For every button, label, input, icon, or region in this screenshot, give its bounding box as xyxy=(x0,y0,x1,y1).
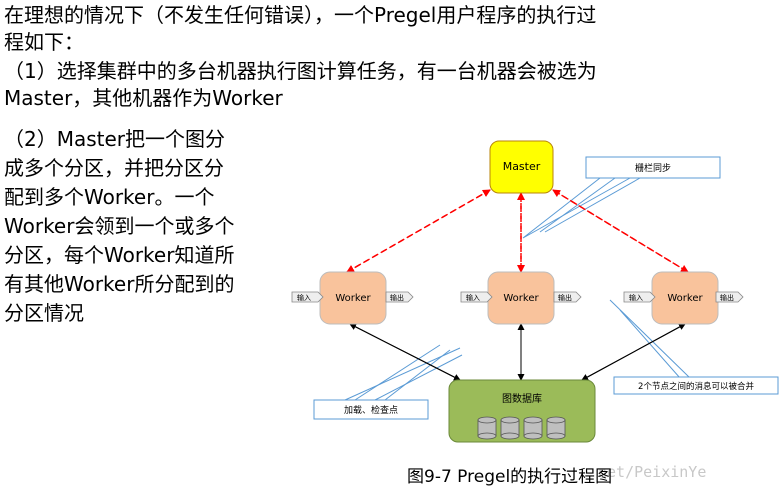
worker-node-2: Worker 输入 输出 xyxy=(460,271,582,325)
callout-merge-pointer xyxy=(609,299,691,379)
step-2-line-5: 分区，每个Worker知道所 xyxy=(4,243,235,267)
callout-checkpoint-text: 加载、检查点 xyxy=(344,404,398,416)
intro-line-1-cont: 程如下： xyxy=(4,30,84,54)
callout-merge-box: 2个节点之间的消息可以被合并 xyxy=(613,376,779,395)
step-2-line-3: 配到多个Worker。一个 xyxy=(4,185,215,209)
worker-2-input-label: 输入 xyxy=(466,293,480,302)
worker-1-output-label: 输出 xyxy=(390,293,404,302)
database-cylinder-icons xyxy=(477,416,566,440)
step-2-line-6: 有其他Worker所分配到的 xyxy=(4,272,235,296)
intro-line-1: 在理想的情况下（不发生任何错误），一个Pregel用户程序的执行过 xyxy=(4,3,597,27)
worker-3-output-label: 输出 xyxy=(720,293,734,302)
step-1-line: （1）选择集群中的多台机器执行图计算任务，有一台机器会被选为 xyxy=(4,59,597,83)
step-2-line-2: 成多个分区，并把分区分 xyxy=(4,156,224,180)
master-label: Master xyxy=(503,160,541,173)
callout-checkpoint-box: 加载、检查点 xyxy=(313,399,429,420)
worker-node-3: Worker 输入 输出 xyxy=(623,271,744,325)
watermark: net/PeixinYe xyxy=(598,463,707,481)
worker-3-label: Worker xyxy=(667,293,703,304)
callout-sync-text: 栅栏同步 xyxy=(635,162,671,174)
worker-db-arrows xyxy=(349,323,686,381)
worker-1-label: Worker xyxy=(335,293,371,304)
worker-1-input-label: 输入 xyxy=(297,293,311,302)
step-1-line-cont: Master，其他机器作为Worker xyxy=(4,86,283,110)
callout-sync-box: 栅栏同步 xyxy=(585,156,721,179)
callout-checkpoint-pointer xyxy=(344,344,463,401)
step-2-line-4: Worker会领到一个或多个 xyxy=(4,214,235,238)
callout-merge-text: 2个节点之间的消息可以被合并 xyxy=(638,381,754,392)
figure-caption: 图9-7 Pregel的执行过程图 xyxy=(407,467,613,487)
callout-sync-pointer xyxy=(522,177,641,239)
master-node: Master xyxy=(489,140,554,194)
worker-2-output-label: 输出 xyxy=(558,293,572,302)
worker-3-input-label: 输入 xyxy=(629,293,643,302)
step-2-line-1: （2）Master把一个图分 xyxy=(4,127,226,151)
worker-2-label: Worker xyxy=(503,293,539,304)
master-to-worker-arrows xyxy=(346,189,689,273)
worker-node-1: Worker 输入 输出 xyxy=(291,271,414,325)
graph-database-label: 图数据库 xyxy=(502,392,542,405)
step-2-line-7: 分区情况 xyxy=(4,301,84,325)
graph-database-node: 图数据库 xyxy=(448,379,596,443)
